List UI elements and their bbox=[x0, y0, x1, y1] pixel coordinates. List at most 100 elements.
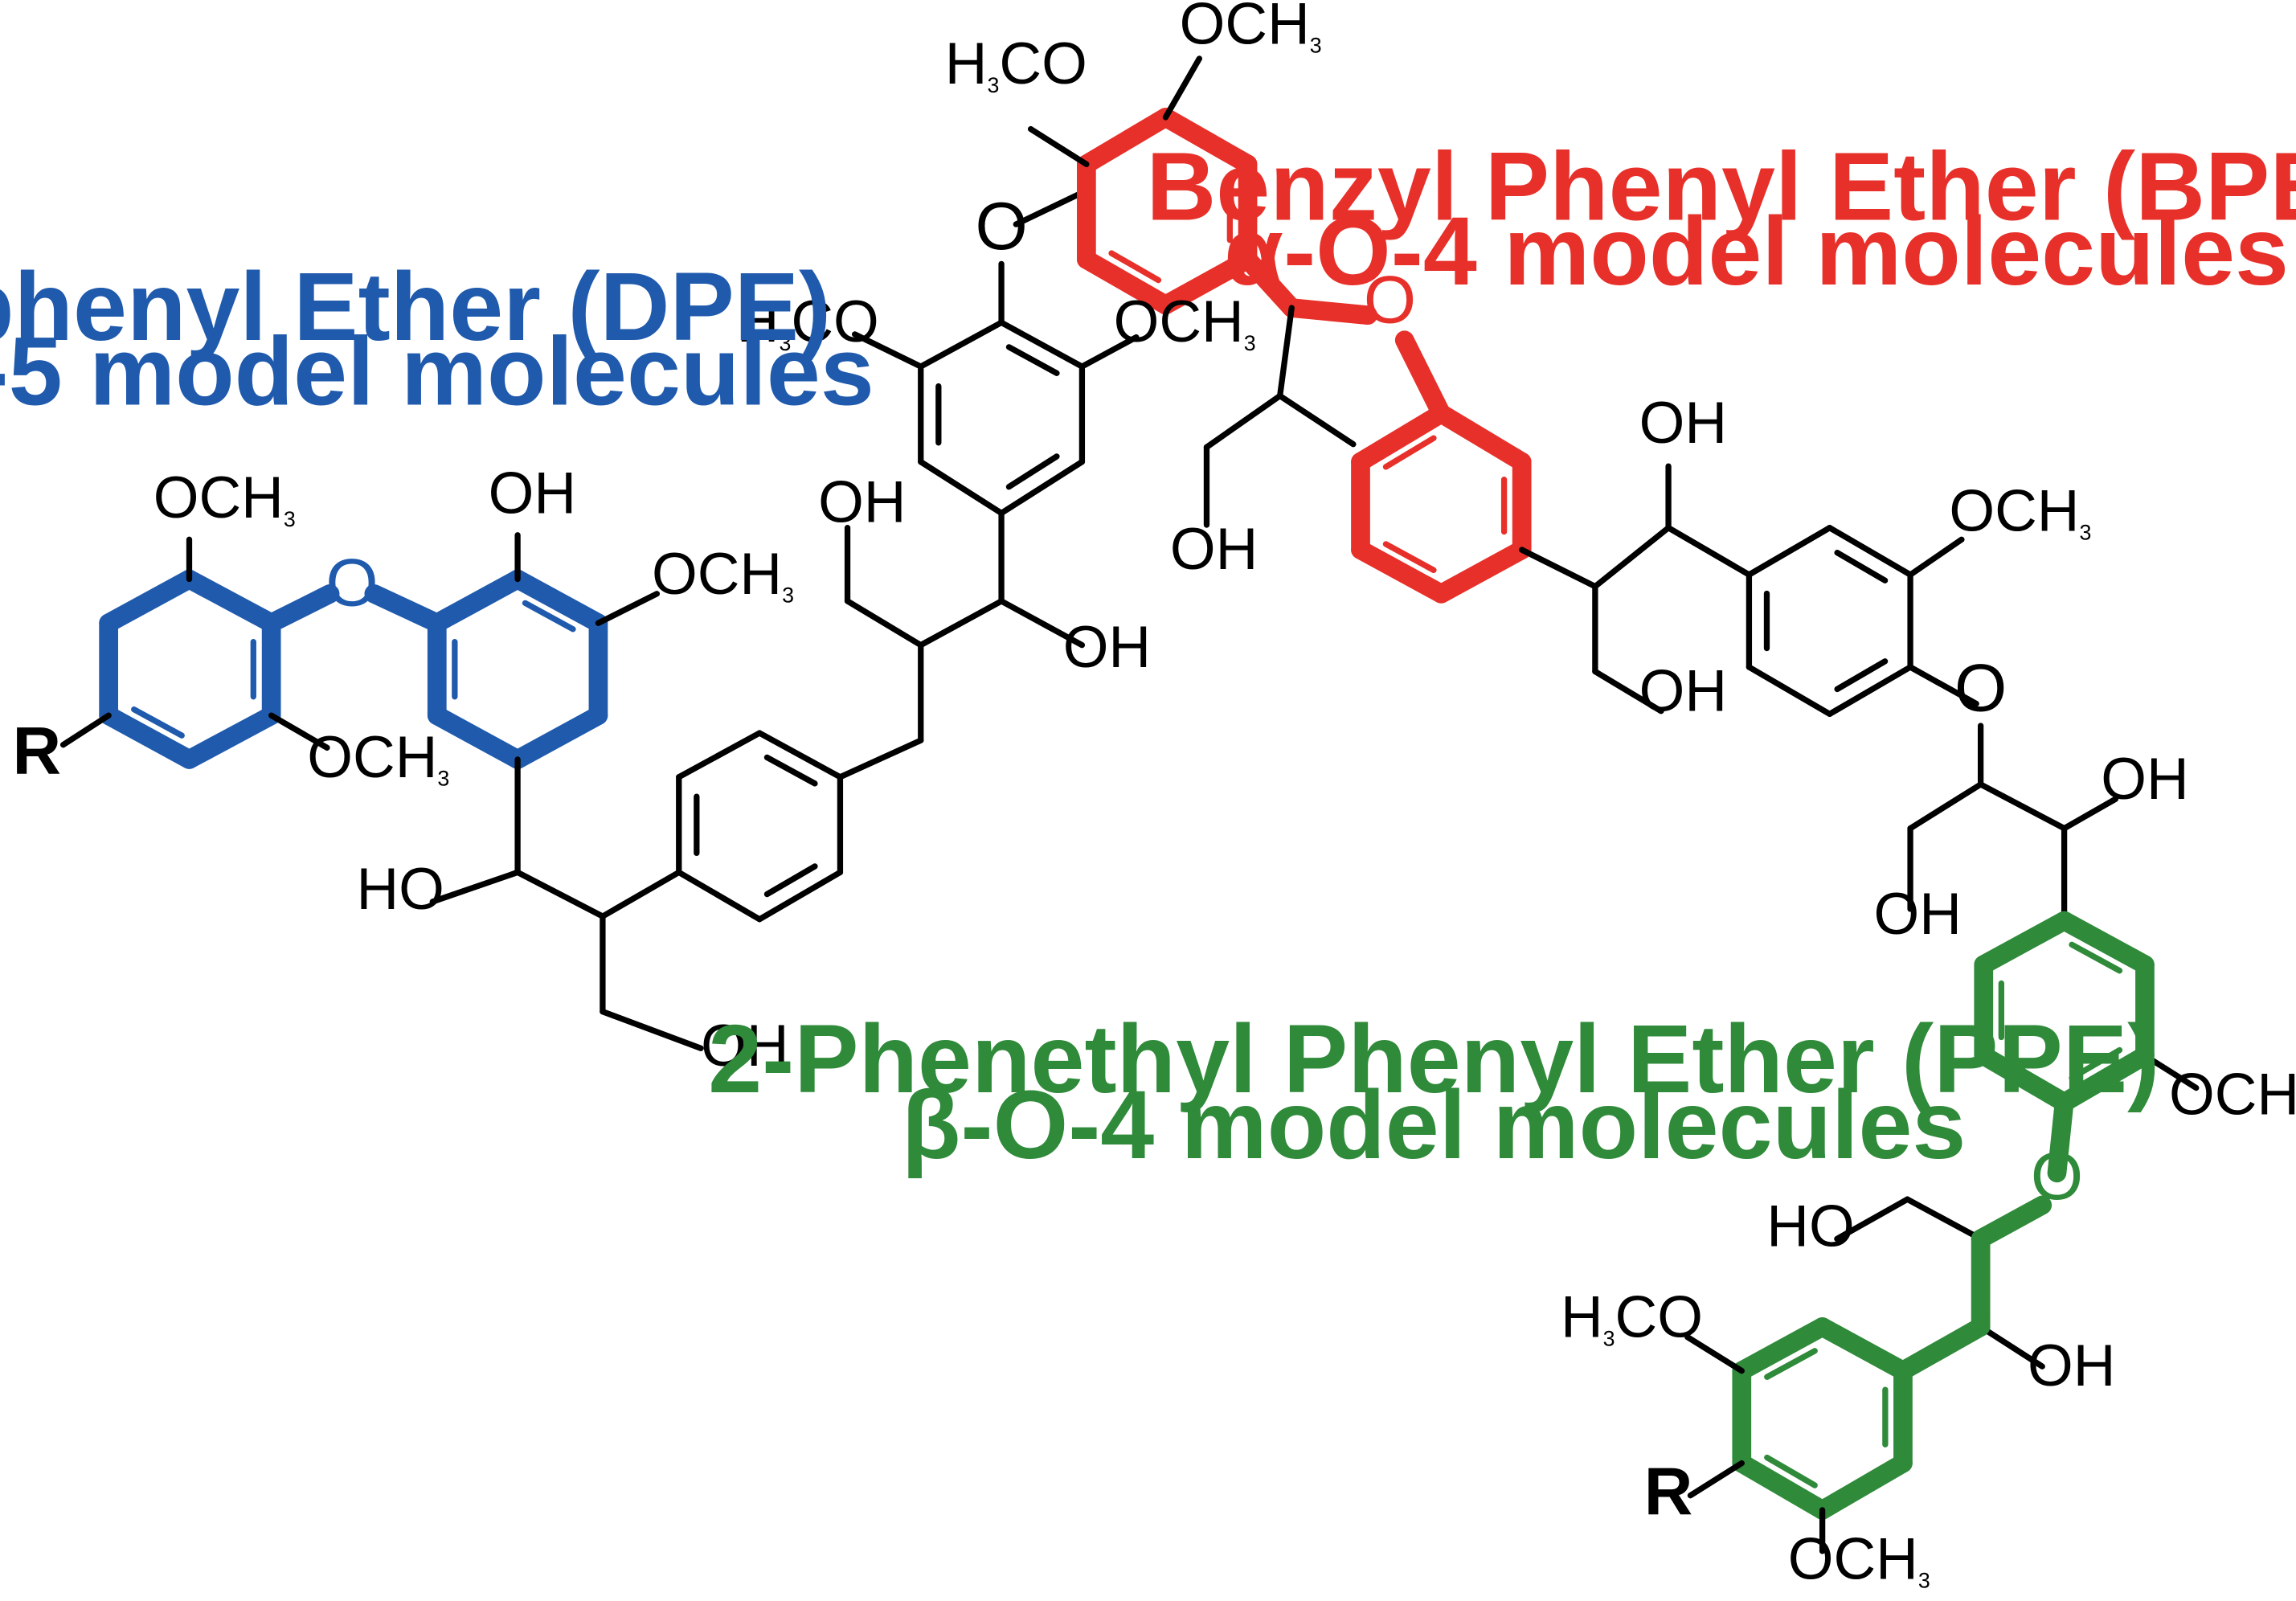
ether-oxygen: O bbox=[975, 188, 1027, 264]
bond bbox=[2061, 796, 2119, 832]
bond bbox=[998, 598, 1086, 649]
bond bbox=[1977, 781, 2068, 832]
bpe-ring-benzo bbox=[1431, 540, 1532, 604]
dpe-ring-right bbox=[427, 706, 527, 769]
bond bbox=[1977, 1324, 2045, 1370]
bond bbox=[1277, 305, 1295, 399]
ppe-ring-lower-inner bbox=[1764, 1454, 1818, 1488]
phenyl-ring-center-inner bbox=[763, 754, 818, 787]
bond bbox=[1078, 334, 1140, 370]
bond bbox=[1907, 664, 1979, 707]
bond bbox=[1277, 392, 1357, 448]
dpe-ether-bond bbox=[261, 583, 340, 633]
bpe-ring-top bbox=[1077, 250, 1176, 315]
ppe-ring-lower bbox=[1812, 1453, 1913, 1520]
bond bbox=[1027, 125, 1090, 167]
och3-label: OCH3 bbox=[652, 542, 794, 608]
bond bbox=[837, 737, 924, 780]
guaiacyl-ring-right bbox=[1746, 525, 1833, 578]
oh-label: OH bbox=[1639, 391, 1727, 456]
syringyl-ring-upper bbox=[918, 458, 1005, 517]
bond bbox=[1904, 1196, 1984, 1243]
syringyl-ring-upper bbox=[918, 319, 1005, 370]
h3co-label: H3CO bbox=[1561, 1285, 1703, 1351]
bond bbox=[918, 598, 1005, 649]
bpe-ring-benzo-inner bbox=[1382, 435, 1437, 470]
oh-label: OH bbox=[1639, 659, 1727, 724]
bond bbox=[1203, 392, 1283, 451]
dpe-ring-left bbox=[179, 706, 281, 769]
dpe-ether-bond bbox=[364, 583, 447, 633]
bond bbox=[429, 869, 521, 905]
syringyl-ring-upper-inner bbox=[1005, 344, 1060, 376]
phenyl-ring-center bbox=[756, 730, 844, 780]
bpe-bond bbox=[1238, 250, 1302, 317]
ppe-ether-oxygen: O bbox=[2031, 1138, 2083, 1214]
bpe-bond bbox=[1394, 330, 1451, 424]
syringyl-ring-upper-inner bbox=[1005, 453, 1060, 490]
ppe-ring-lower bbox=[1812, 1317, 1913, 1381]
bond bbox=[600, 1009, 704, 1051]
bond bbox=[1592, 668, 1664, 715]
phenyl-ring-center bbox=[756, 869, 844, 923]
dpe-ring-right bbox=[508, 569, 608, 633]
oh-label: OH bbox=[1063, 615, 1151, 680]
bond bbox=[852, 331, 924, 370]
bond bbox=[1665, 525, 1753, 578]
bpe-ring-top bbox=[1156, 250, 1258, 315]
bpe-ring-oxygen: O bbox=[1364, 261, 1416, 337]
dpe-ring-left-inner bbox=[131, 706, 185, 739]
ppe-ring-upper-inner bbox=[2069, 1046, 2123, 1081]
ppe-ring-upper-inner bbox=[2069, 941, 2123, 974]
och3-label: OCH3 bbox=[1180, 0, 1322, 58]
bond bbox=[1013, 187, 1090, 227]
bond bbox=[268, 712, 330, 751]
dpe-ring-right-inner bbox=[522, 600, 576, 633]
oh-label: OH bbox=[701, 1013, 788, 1079]
guaiacyl-ring-right-inner bbox=[1834, 550, 1889, 583]
och3-label: OCH3 bbox=[153, 465, 296, 531]
bond bbox=[1907, 536, 1965, 578]
oh-label: OH bbox=[2028, 1333, 2115, 1398]
bpe-title-line2: α-O-4 model molecules bbox=[1224, 197, 2289, 305]
guaiacyl-ring-right bbox=[1746, 664, 1833, 718]
dpe-title-line1: Diphenyl Ether (DPE) bbox=[0, 252, 831, 361]
ppe-ring-lower bbox=[1732, 1453, 1832, 1520]
h3co-label: H3CO bbox=[737, 289, 879, 355]
ether-oxygen: O bbox=[1954, 650, 2007, 726]
bond bbox=[1684, 1334, 1745, 1374]
bond bbox=[595, 591, 661, 626]
bond bbox=[1687, 1460, 1745, 1499]
phenyl-ring-center bbox=[676, 730, 763, 780]
dpe-ring-left bbox=[99, 706, 199, 769]
och3-label: OCH3 bbox=[307, 725, 449, 791]
bpe-ring-benzo-inner bbox=[1382, 541, 1437, 574]
oh-label: OH bbox=[489, 461, 576, 526]
r-group-left: R bbox=[12, 713, 61, 788]
bpe-ring-benzo bbox=[1351, 540, 1451, 604]
bpe-bond bbox=[1282, 298, 1377, 326]
bpe-ring-top bbox=[1077, 108, 1176, 174]
bond bbox=[1162, 55, 1202, 121]
bond bbox=[844, 598, 924, 649]
dpe-title-line2: 4-O-5 model molecules bbox=[0, 317, 874, 425]
och3-label: OCH3 bbox=[2169, 1062, 2296, 1128]
bpe-ring-top-inner bbox=[1108, 250, 1162, 284]
bpe-ring-benzo bbox=[1351, 403, 1451, 472]
bpe-title-line1: Benzyl Phenyl Ether (BPE) bbox=[1146, 133, 2296, 241]
bond bbox=[2142, 1052, 2200, 1091]
phenyl-ring-center bbox=[676, 869, 763, 923]
h3co-label: H3CO bbox=[945, 31, 1087, 97]
oh-label: OH bbox=[818, 469, 906, 534]
ppe-ring-upper bbox=[2054, 1046, 2155, 1112]
bpe-ring-benzo bbox=[1431, 403, 1532, 472]
syringyl-ring-upper bbox=[998, 458, 1086, 517]
ppe-ring-upper bbox=[2054, 911, 2155, 975]
guaiacyl-ring-right bbox=[1827, 664, 1913, 718]
dpe-ring-right bbox=[508, 706, 608, 769]
ppe-title-line2: β-O-4 model molecules bbox=[902, 1071, 1966, 1179]
r-group-right: R bbox=[1644, 1453, 1693, 1529]
och3-label: OCH3 bbox=[1949, 478, 2091, 544]
ppe-bond bbox=[2047, 1092, 2074, 1183]
guaiacyl-ring-right bbox=[1827, 525, 1913, 578]
